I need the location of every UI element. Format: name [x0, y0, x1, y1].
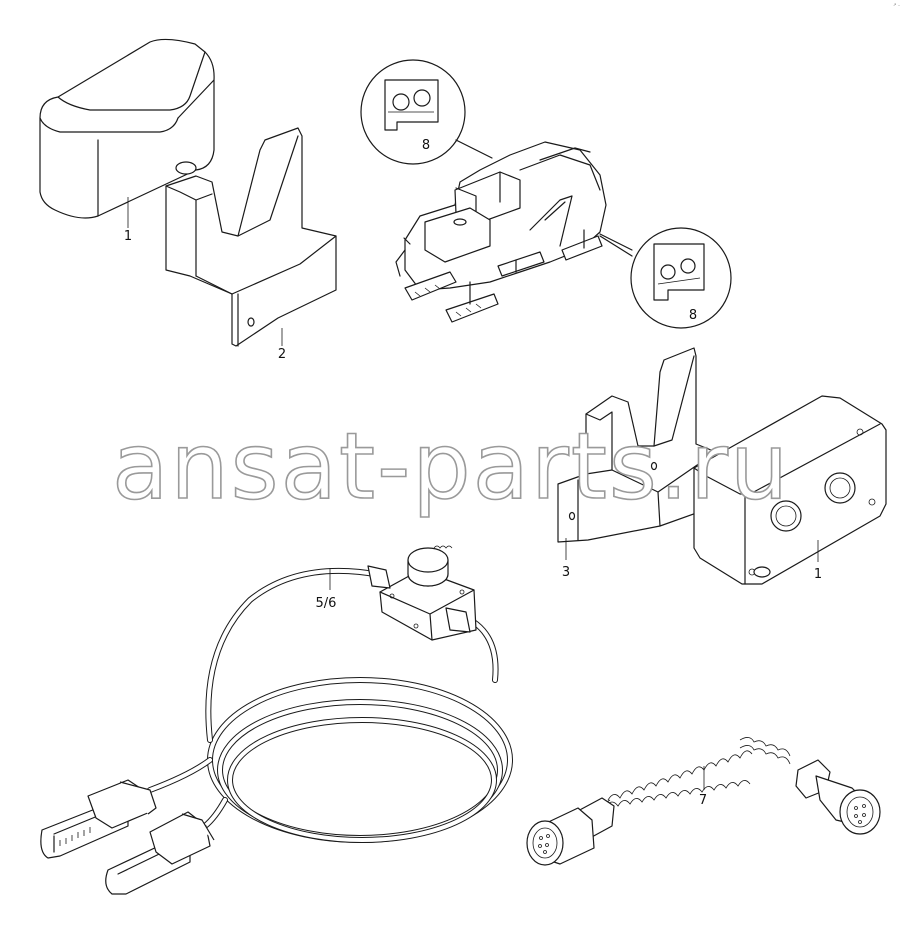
callout-7: 7: [699, 793, 707, 808]
callout-3: 3: [562, 565, 570, 580]
sensor-harness: [40, 545, 513, 895]
bracket-top: [165, 127, 337, 347]
watermark: ansat-parts.ru: [112, 413, 790, 520]
corner-mark: ↗ ..: [893, 2, 900, 7]
callout-5-6: 5/6: [316, 596, 337, 611]
callout-8-right: 8: [689, 308, 697, 323]
detail-8-right: [599, 227, 732, 329]
coiled-cable: [526, 737, 881, 866]
control-box-right: [693, 395, 887, 585]
detail-8-top: [360, 59, 493, 165]
milling-machine-illustration: [395, 141, 633, 323]
callout-2: 2: [278, 347, 286, 362]
bracket-right: [557, 347, 717, 543]
callout-1-right: 1: [814, 567, 822, 582]
callout-1-top: 1: [124, 229, 132, 244]
callout-8-top: 8: [422, 138, 430, 153]
control-box-top: [39, 38, 215, 219]
